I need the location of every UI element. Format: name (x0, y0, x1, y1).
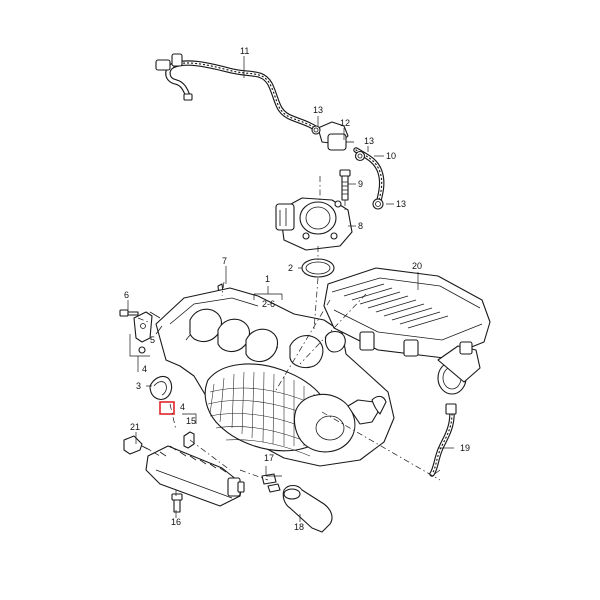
callout-6: 6 (124, 290, 129, 300)
breather-pipe-19[interactable] (429, 403, 457, 477)
air-filter-housing-20[interactable] (323, 267, 491, 395)
clamp-13a[interactable] (311, 125, 321, 135)
clip-17[interactable] (261, 473, 281, 493)
connector-hose-18[interactable] (282, 484, 333, 533)
callout-15: 15 (186, 416, 196, 426)
callout-21: 21 (130, 422, 140, 432)
callout-20: 20 (412, 261, 422, 271)
callout-11: 11 (240, 46, 249, 56)
clamp-13b[interactable] (354, 150, 366, 162)
callout-19: 19 (460, 443, 470, 453)
callout-2: 2 (288, 263, 293, 273)
rail-4[interactable] (145, 445, 245, 507)
callout-1: 1 (265, 274, 270, 284)
callout-9: 9 (358, 179, 363, 189)
bolt-16[interactable] (171, 493, 183, 513)
pin-21[interactable] (123, 435, 151, 455)
callout-13-right: 13 (396, 199, 406, 209)
gasket-3[interactable] (149, 375, 173, 401)
assembly-lines (137, 176, 441, 496)
callout-12: 12 (340, 118, 350, 128)
callout-16: 16 (171, 517, 181, 527)
callout-18: 18 (294, 522, 304, 532)
callout-2-6: 2-6 (262, 299, 275, 309)
throttle-body-8[interactable] (275, 197, 353, 251)
callout-4-lower: 4 (180, 402, 185, 412)
clamp-13c[interactable] (372, 198, 384, 210)
callout-3: 3 (136, 381, 141, 391)
callout-10: 10 (386, 151, 396, 161)
seal-15[interactable] (183, 431, 195, 449)
bolt-6[interactable] (119, 309, 139, 317)
intake-manifold-1[interactable] (149, 287, 395, 467)
callout-7: 7 (222, 256, 227, 266)
callout-8: 8 (358, 221, 363, 231)
callout-17: 17 (264, 453, 274, 463)
valve-12[interactable] (317, 121, 354, 151)
leader-lines (127, 56, 454, 522)
callout-13-middle: 13 (364, 136, 374, 146)
callout-labels: 11 13 12 13 10 13 9 8 2 7 1 2-6 6 5 4 3 … (124, 46, 470, 532)
vacuum-hose-11[interactable] (155, 53, 321, 133)
callout-4-upper: 4 (142, 364, 147, 374)
callout-13-top: 13 (313, 105, 323, 115)
gasket-ring-2[interactable] (301, 258, 335, 278)
gasket-14-highlight[interactable] (159, 401, 175, 415)
bracket-5[interactable] (133, 311, 153, 354)
callout-5: 5 (150, 335, 155, 345)
bolt-9[interactable] (339, 169, 351, 201)
